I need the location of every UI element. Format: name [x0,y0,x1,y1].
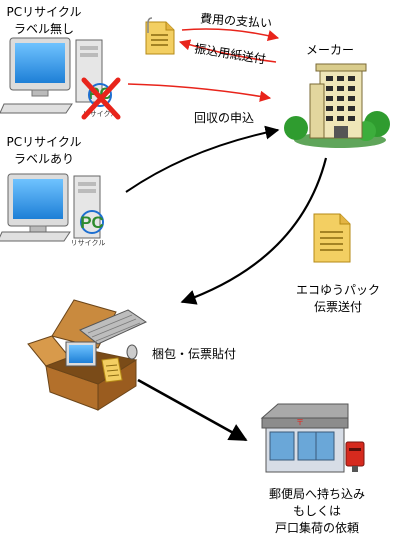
post-line1: 郵便局へ持ち込み [268,487,365,501]
pc-with-label-line2: ラベルあり [13,152,74,166]
collection-request-label: 回収の申込 [194,111,255,125]
arrow-transfer-form [178,39,277,63]
pc-recycle-badge: PC リサイクル [71,210,106,247]
ecopack-document-icon [313,213,351,263]
pc-with-label-badge-text: リサイクル [71,239,106,247]
ecopack-line1: エコゆうパック [295,283,380,297]
post-caption: 郵便局へ持ち込み もしくは 戸口集荷の依頼 [252,486,382,537]
post-line3: 戸口集荷の依頼 [274,521,359,535]
ecopack-line2: 伝票送付 [313,300,362,314]
post-line2: もしくは [292,504,341,518]
post-office-icon: 〒 [260,403,365,473]
arrow-maker-to-packing [180,157,328,305]
document-icon [145,17,175,55]
packing-label: 梱包・伝票貼付 [152,347,237,361]
packing-box-icon [27,299,148,411]
pc-no-label-caption: PCリサイクル ラベル無し [4,4,84,38]
pc-with-label-caption: PCリサイクル ラベルあり [4,134,84,168]
ecopack-caption: エコゆうパック 伝票送付 [290,282,386,316]
pc-no-label-line1: PCリサイクル [6,5,82,19]
pc-no-label-badge-text: リサイクル [83,110,118,118]
pc-with-label-line1: PCリサイクル [6,135,82,149]
arrow-red-no-label [127,83,272,102]
svg-text:PC: PC [80,213,104,232]
maker-building-icon [284,63,390,148]
pc-with-label-icon [0,173,101,242]
arrow-collection-request [125,125,280,193]
maker-label: メーカー [306,43,355,57]
svg-text:〒: 〒 [296,418,304,427]
pc-recycle-badge-crossed: PC リサイクル [81,77,121,120]
arrow-fee-payment [181,28,280,41]
arrow-packing-to-post [137,378,248,442]
pc-no-label-line2: ラベル無し [13,22,74,36]
pc-no-label-icon [0,37,103,114]
